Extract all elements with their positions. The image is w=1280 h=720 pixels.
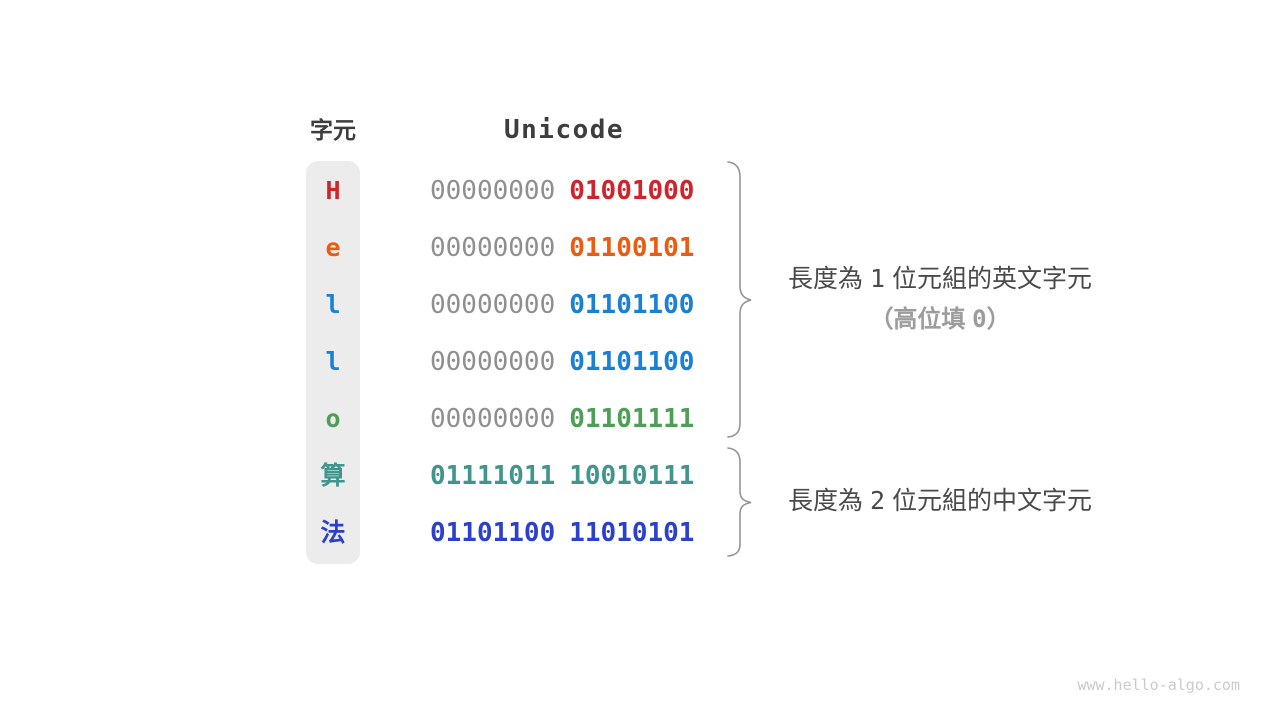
binary-value: 00000000 01101100 xyxy=(430,276,694,333)
char-cell: H xyxy=(325,176,341,205)
char-cell: l xyxy=(325,347,341,376)
char-cell: o xyxy=(325,404,341,433)
byte-low: 11010101 xyxy=(569,517,695,548)
byte-high: 01101100 xyxy=(430,517,556,548)
unicode-column-header: Unicode xyxy=(504,115,625,145)
group-braces xyxy=(727,161,752,557)
encoding-row-fa: 法 01101100 11010101 xyxy=(0,504,1280,561)
annotation-english-line2: （高位填 0） xyxy=(869,305,1011,333)
byte-high: 00000000 xyxy=(430,403,556,434)
byte-high: 00000000 xyxy=(430,346,556,377)
binary-value: 00000000 01001000 xyxy=(430,162,694,219)
byte-high: 00000000 xyxy=(430,175,556,206)
brace-chinese-group xyxy=(727,447,752,557)
char-column-background xyxy=(306,161,360,564)
annotation-chinese-line1: 長度為 2 位元組的中文字元 xyxy=(788,486,1092,515)
byte-low: 01100101 xyxy=(569,232,695,263)
brace-english-group xyxy=(727,161,752,438)
char-cell: 算 xyxy=(320,461,346,490)
byte-high: 00000000 xyxy=(430,232,556,263)
encoding-row-h: H 00000000 01001000 xyxy=(0,162,1280,219)
byte-low: 01101111 xyxy=(569,403,695,434)
encoding-row-o: o 00000000 01101111 xyxy=(0,390,1280,447)
byte-high: 01111011 xyxy=(430,460,556,491)
watermark: www.hello-algo.com xyxy=(1077,676,1240,694)
binary-value: 01101100 11010101 xyxy=(430,504,694,561)
char-cell: l xyxy=(325,290,341,319)
encoding-row-l1: l 00000000 01101100 xyxy=(0,276,1280,333)
encoding-row-e: e 00000000 01100101 xyxy=(0,219,1280,276)
encoding-row-suan: 算 01111011 10010111 xyxy=(0,447,1280,504)
annotation-chinese-group: 長度為 2 位元組的中文字元 xyxy=(745,486,1135,516)
annotation-english-group: 長度為 1 位元組的英文字元 （高位填 0） xyxy=(745,264,1135,334)
binary-value: 00000000 01101111 xyxy=(430,390,694,447)
char-column-header: 字元 xyxy=(310,117,356,143)
char-cell: 法 xyxy=(320,518,346,547)
byte-low: 01101100 xyxy=(569,346,695,377)
byte-low: 01001000 xyxy=(569,175,695,206)
char-cell: e xyxy=(325,233,341,262)
encoding-row-l2: l 00000000 01101100 xyxy=(0,333,1280,390)
binary-value: 00000000 01100101 xyxy=(430,219,694,276)
annotation-english-line1: 長度為 1 位元組的英文字元 xyxy=(788,264,1092,293)
byte-low: 10010111 xyxy=(569,460,695,491)
byte-low: 01101100 xyxy=(569,289,695,320)
byte-high: 00000000 xyxy=(430,289,556,320)
binary-value: 01111011 10010111 xyxy=(430,447,694,504)
encoding-rows: H 00000000 01001000 e 00000000 01100101 … xyxy=(0,162,1280,561)
binary-value: 00000000 01101100 xyxy=(430,333,694,390)
